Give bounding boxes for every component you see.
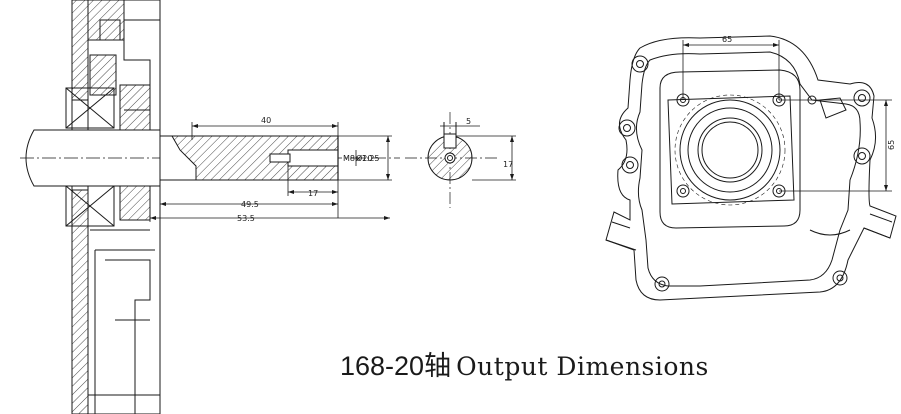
dim-thread: M8×1.25 — [343, 154, 380, 163]
dim-bolt-spacing-x: 65 — [722, 35, 732, 44]
cross-section-arrowheads — [510, 136, 514, 180]
dim-key-height: 17 — [503, 160, 513, 169]
dim-shaft-diameter: Ø20 — [356, 153, 372, 163]
engine-face-arrowheads — [683, 43, 888, 191]
arrowheads — [150, 124, 390, 220]
shaft-cross-section — [405, 112, 516, 208]
shaft-dimension-lines — [149, 122, 392, 222]
caption-model: 168-20轴 — [340, 351, 452, 381]
dim-thread-depth: 17 — [308, 189, 318, 198]
crankcase-section — [71, 0, 161, 414]
output-shaft — [159, 135, 339, 181]
dim-bolt-spacing-y: 65 — [887, 140, 896, 150]
engine-face-view — [605, 35, 897, 301]
dim-keyway-length: 40 — [261, 116, 271, 125]
bearing-upper — [65, 87, 115, 129]
dim-length-2: 53.5 — [237, 214, 255, 223]
drawing-caption: 168-20轴 Output Dimensions — [340, 346, 709, 386]
caption-title: Output Dimensions — [456, 352, 709, 381]
dim-key-width: 5 — [466, 117, 471, 126]
dim-length-1: 49.5 — [241, 200, 259, 209]
engine-face-dimensions — [682, 40, 892, 192]
